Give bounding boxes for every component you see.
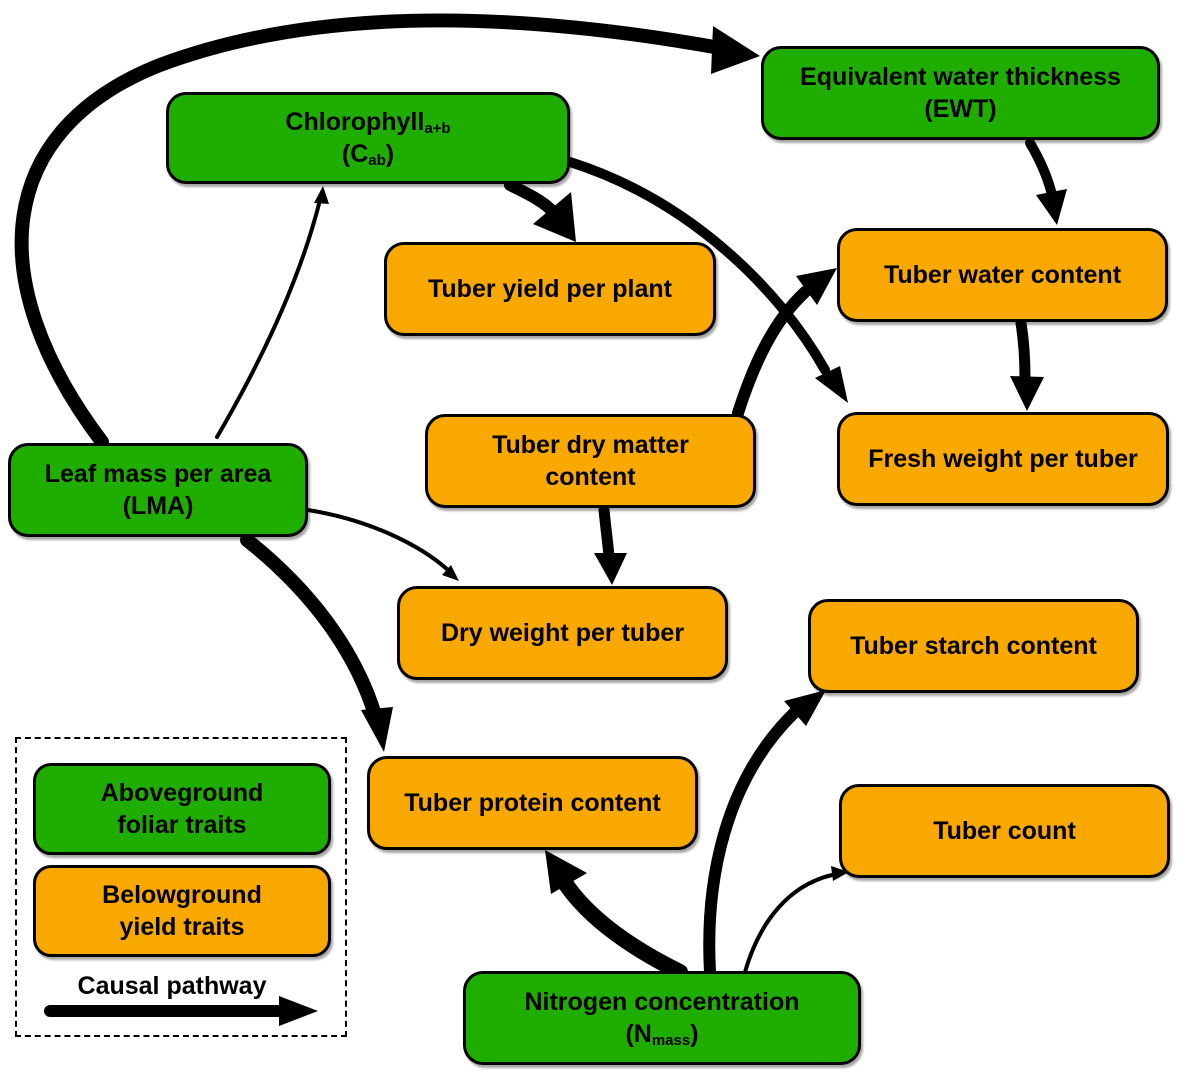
arrow-chlorophyll-to-fresh-weight-head — [815, 366, 848, 403]
legend-belowground: Belowground yield traits — [33, 865, 331, 957]
node-fresh-weight: Fresh weight per tuber — [837, 412, 1169, 506]
chlorophyll-subscript: a+b — [424, 120, 451, 137]
legend-belowground-line2: yield traits — [119, 913, 245, 941]
node-starch-label: Tuber starch content — [850, 632, 1097, 660]
node-ewt: Equivalent water thickness (EWT) — [761, 46, 1160, 140]
arrow-dry-matter-to-water — [732, 286, 811, 419]
node-lma: Leaf mass per area (LMA) — [8, 443, 308, 537]
node-lma-line2: (LMA) — [122, 492, 194, 520]
legend: Aboveground foliar traits Belowground yi… — [15, 737, 347, 1037]
legend-aboveground-line1: Aboveground — [100, 779, 264, 807]
arrow-water-to-fresh-weight-head — [1010, 376, 1044, 411]
nmass-close: ) — [690, 1020, 699, 1048]
node-tuber-dry-matter: Tuber dry matter content — [425, 414, 756, 508]
arrow-chlorophyll-to-yield — [504, 179, 559, 218]
arrow-lma-to-dry-weight — [306, 508, 450, 572]
node-nitrogen-line1: Nitrogen concentration — [524, 988, 800, 1016]
node-tuber-water-label: Tuber water content — [883, 261, 1122, 289]
arrow-lma-to-protein-head — [361, 707, 393, 752]
cab-subscript: ab — [368, 152, 386, 169]
arrow-chlorophyll-to-fresh-weight — [565, 157, 830, 375]
arrow-lma-to-ewt-head — [711, 26, 760, 74]
node-dry-weight-label: Dry weight per tuber — [440, 619, 685, 647]
arrow-dry-matter-to-dry-weight-head — [594, 553, 627, 585]
node-tuber-water: Tuber water content — [837, 228, 1168, 322]
arrow-dry-matter-to-dry-weight — [598, 504, 615, 562]
arrow-nitrogen-to-starch-head — [784, 690, 826, 726]
node-ewt-line2: (EWT) — [924, 95, 997, 123]
node-protein-label: Tuber protein content — [404, 789, 661, 817]
cab-close: ) — [385, 140, 395, 168]
node-starch: Tuber starch content — [808, 599, 1139, 693]
node-chlorophyll-line2: (Cab) — [342, 138, 394, 170]
node-nitrogen: Nitrogen concentration (Nmass) — [463, 971, 861, 1065]
legend-belowground-line1: Belowground — [102, 881, 262, 909]
legend-aboveground-line2: foliar traits — [117, 811, 247, 839]
node-chlorophyll-line1: Chlorophylla+b — [285, 106, 450, 138]
node-dry-weight: Dry weight per tuber — [397, 586, 728, 680]
node-protein: Tuber protein content — [367, 756, 698, 850]
arrow-lma-to-chlorophyll — [215, 198, 322, 439]
node-tuber-dry-matter-line1: Tuber dry matter — [492, 431, 689, 459]
arrow-ewt-to-water — [1025, 138, 1057, 200]
arrow-nitrogen-to-protein-head — [545, 850, 587, 894]
arrow-lma-to-dry-weight-head — [442, 565, 459, 581]
arrow-chlorophyll-to-yield-head — [533, 192, 576, 242]
nmass-subscript: mass — [651, 1032, 691, 1049]
node-lma-line1: Leaf mass per area — [44, 460, 272, 488]
arrow-lma-to-ewt — [14, 13, 727, 449]
node-fresh-weight-label: Fresh weight per tuber — [868, 445, 1138, 473]
arrow-lma-to-protein — [240, 533, 382, 722]
nmass-open: (N — [625, 1020, 652, 1048]
arrow-nitrogen-to-count — [743, 873, 834, 974]
arrow-dry-matter-to-water-head — [796, 268, 837, 305]
legend-aboveground: Aboveground foliar traits — [33, 763, 331, 855]
arrow-nitrogen-to-protein — [557, 875, 688, 980]
arrow-nitrogen-to-starch — [703, 706, 801, 978]
node-tuber-count: Tuber count — [839, 784, 1170, 878]
node-tuber-count-label: Tuber count — [933, 817, 1076, 845]
node-tuber-dry-matter-line2: content — [545, 463, 636, 491]
node-tuber-yield: Tuber yield per plant — [384, 242, 716, 336]
cab-open: (C — [341, 140, 369, 168]
legend-arrow-head — [279, 996, 318, 1026]
chlorophyll-main-text: Chlorophyll — [285, 108, 425, 136]
node-tuber-yield-label: Tuber yield per plant — [427, 275, 673, 303]
arrow-ewt-to-water-head — [1036, 189, 1067, 225]
node-chlorophyll: Chlorophylla+b (Cab) — [166, 92, 570, 184]
node-ewt-line1: Equivalent water thickness — [800, 63, 1121, 91]
arrow-water-to-fresh-weight — [1015, 317, 1031, 384]
arrow-nitrogen-to-count-head — [831, 866, 849, 881]
arrow-lma-to-chlorophyll-head — [314, 186, 329, 204]
node-nitrogen-line2: (Nmass) — [625, 1018, 698, 1050]
legend-pathway-label: Causal pathway — [77, 972, 267, 1000]
